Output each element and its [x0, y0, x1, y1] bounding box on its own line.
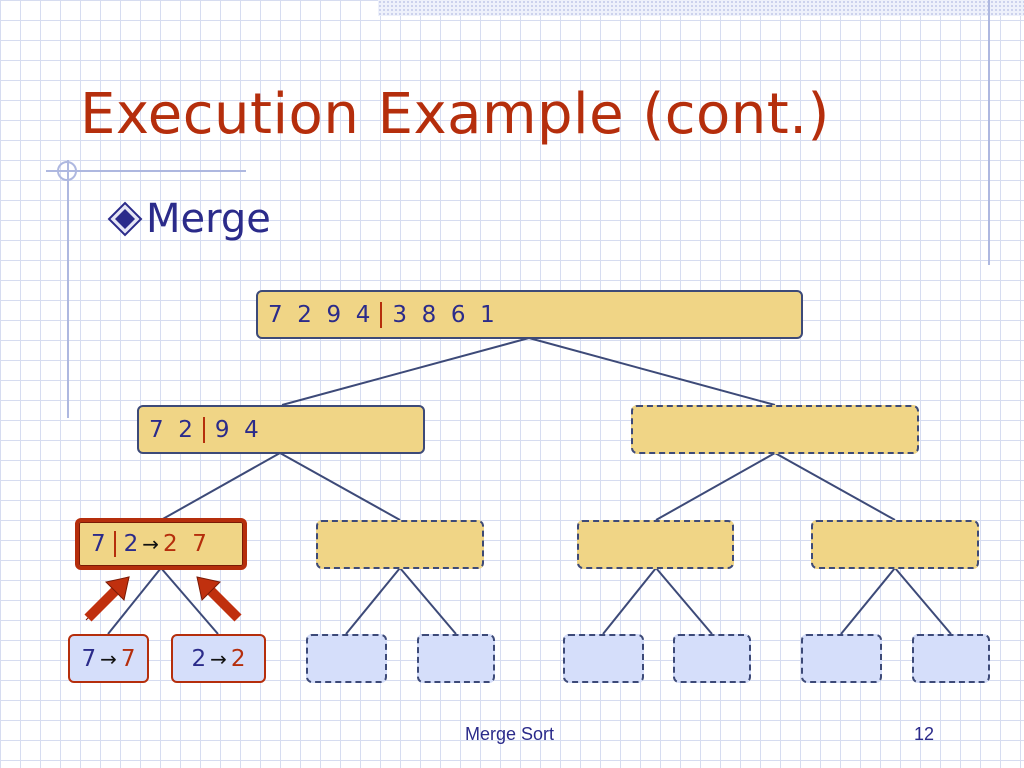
root-right-half: 3 8 6 1 — [392, 301, 495, 328]
edge-root-left — [281, 337, 530, 406]
tree-leaf-1: 7 → 7 — [68, 634, 149, 683]
up-arrow-left-head — [104, 576, 130, 602]
edge-lr-left — [345, 567, 401, 635]
up-arrow-right-icon — [196, 576, 222, 602]
split-divider — [380, 301, 383, 328]
tree-leaf-8 — [912, 634, 990, 683]
active-right-half: 2 — [123, 531, 139, 557]
tree-node-level1-right — [631, 405, 919, 454]
tree-node-root: 7 2 9 4 3 8 6 1 — [256, 290, 803, 339]
tree-node-level2-c — [577, 520, 734, 569]
rule-circle-ornament — [57, 161, 77, 181]
edge-root-right — [528, 337, 776, 406]
edge-l1-left — [160, 452, 281, 521]
right-arrow-icon: → — [100, 646, 117, 671]
left-horizontal-rule — [46, 170, 246, 172]
tree-node-level2-b — [316, 520, 484, 569]
edge-rl-left — [602, 567, 657, 635]
l1-right-half: 9 4 — [214, 416, 259, 443]
top-pattern-band — [378, 0, 1024, 16]
right-vertical-rule — [988, 0, 990, 265]
edge-rl-right — [655, 567, 713, 635]
leaf-1-input: 7 — [81, 645, 97, 672]
diamond-bullet-icon — [107, 201, 143, 237]
leaf-1-output: 7 — [120, 645, 136, 672]
tree-node-level1-left: 7 2 9 4 — [137, 405, 425, 454]
page-number: 12 — [914, 724, 935, 744]
bullet-text: Merge — [146, 196, 271, 242]
merged-result: 2 7 — [163, 531, 207, 557]
footer-title: Merge Sort — [465, 724, 555, 744]
right-arrow-icon: → — [210, 646, 227, 671]
tree-leaf-3 — [306, 634, 387, 683]
edge-r1-right — [774, 452, 896, 521]
split-divider — [113, 531, 116, 557]
tree-leaf-2: 2 → 2 — [171, 634, 266, 683]
tree-node-level2-active: 7 2 → 2 7 — [75, 518, 247, 570]
edge-ll-right — [160, 567, 219, 635]
right-arrow-icon: → — [142, 532, 160, 556]
tree-leaf-5 — [563, 634, 644, 683]
l1-left-half: 7 2 — [149, 416, 193, 443]
slide-title: Execution Example (cont.) — [80, 82, 830, 147]
edge-ll-left — [107, 567, 162, 635]
edge-lr-right — [399, 567, 457, 635]
tree-node-level2-d — [811, 520, 979, 569]
edge-l1-right — [279, 452, 401, 521]
edge-rr-right — [894, 567, 952, 635]
leaf-2-input: 2 — [191, 645, 207, 672]
edge-rr-left — [840, 567, 896, 635]
left-vertical-rule — [67, 160, 69, 418]
root-left-half: 7 2 9 4 — [268, 301, 371, 328]
edge-r1-left — [655, 452, 776, 521]
tree-leaf-7 — [801, 634, 882, 683]
tree-leaf-4 — [417, 634, 495, 683]
leaf-2-output: 2 — [230, 645, 246, 672]
tree-leaf-6 — [673, 634, 751, 683]
active-left-half: 7 — [91, 531, 106, 557]
split-divider — [202, 416, 205, 443]
bullet-item: Merge — [106, 196, 271, 242]
